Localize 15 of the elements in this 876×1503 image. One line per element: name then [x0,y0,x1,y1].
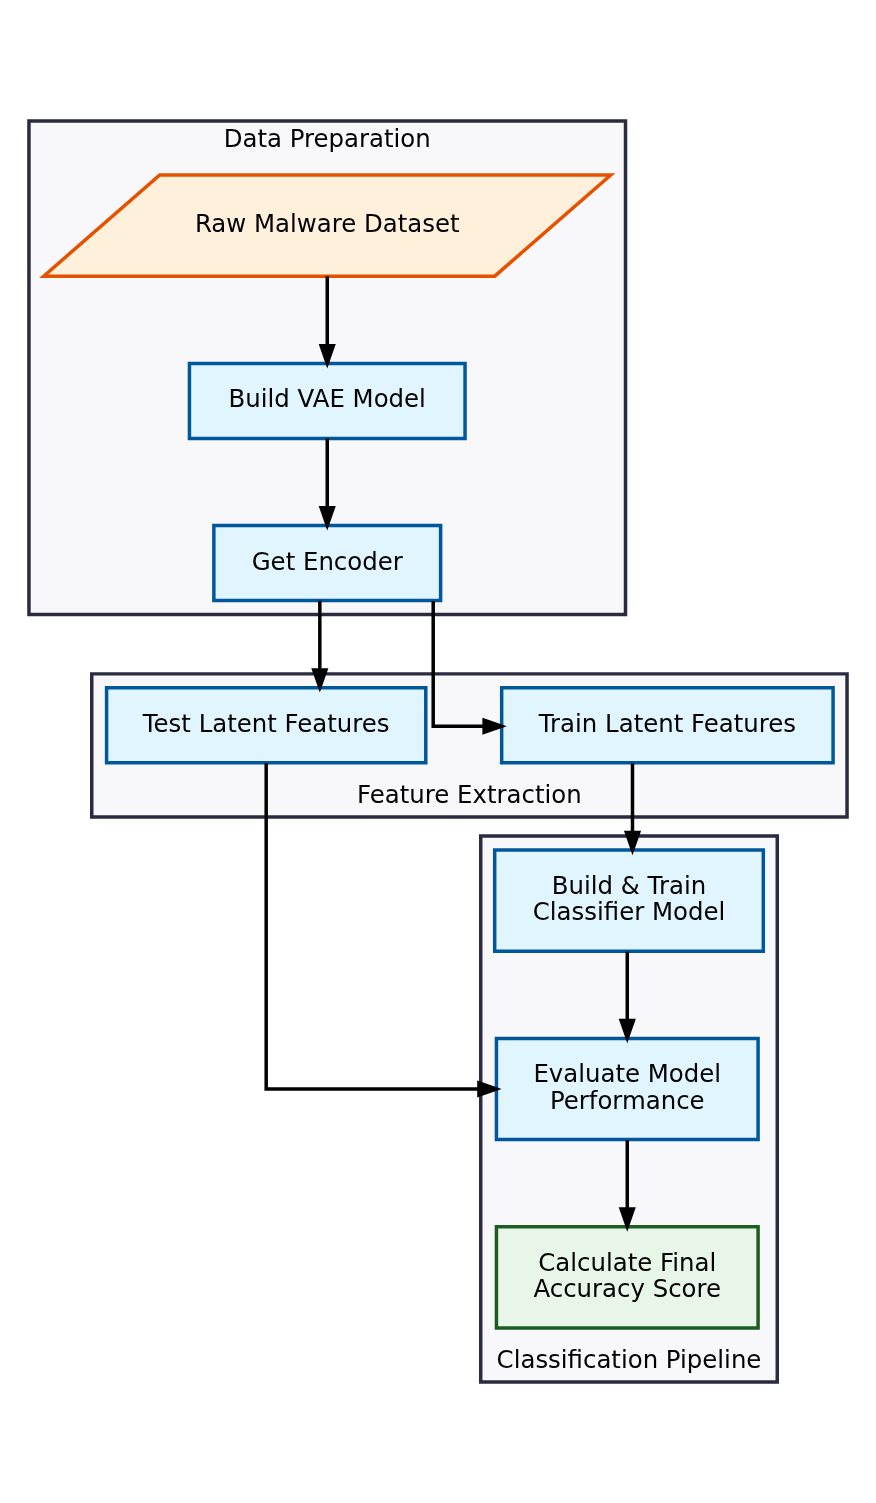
arrow [311,600,329,693]
arrow [618,951,636,1044]
arrow [318,276,336,369]
node-box: Build & Train Classifier Model [492,848,766,953]
node-box: Build VAE Model [187,361,467,441]
arrow [318,438,336,531]
node-box: Test Latent Features [104,686,428,765]
arrow [431,600,507,735]
arrow [264,762,502,1098]
arrow [618,1140,636,1232]
node-box: Evaluate Model Performance [494,1036,760,1142]
node-box: Calculate Final Accuracy Score [494,1225,760,1330]
node-box: Train Latent Features [499,686,835,765]
arrow [623,763,642,856]
node-box: Get Encoder [212,523,443,603]
